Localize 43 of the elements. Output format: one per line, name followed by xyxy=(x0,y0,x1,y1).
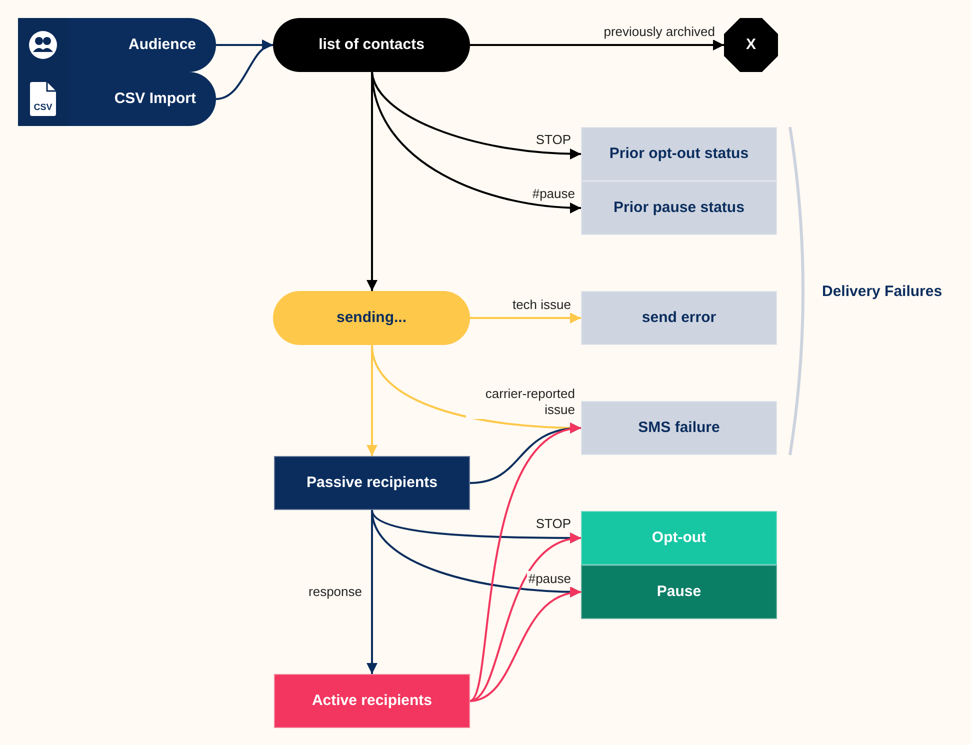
arrow xyxy=(470,40,724,50)
edge-label: #pause xyxy=(531,186,576,202)
arrow xyxy=(366,72,378,291)
node-label: Opt-out xyxy=(652,529,706,547)
group-label: Delivery Failures xyxy=(822,283,942,300)
arrow xyxy=(470,588,582,702)
node-label: Audience xyxy=(128,36,196,54)
process-box xyxy=(274,456,470,510)
node-label: send error xyxy=(642,309,716,327)
status-box xyxy=(581,127,777,181)
arrow xyxy=(470,312,581,324)
status-box xyxy=(581,181,777,235)
process-box xyxy=(274,674,470,728)
arrow xyxy=(216,42,274,100)
stop-octagon xyxy=(724,18,778,72)
edge-label: #pause xyxy=(527,571,572,588)
node-label: Passive recipients xyxy=(306,474,438,492)
terminal-pill xyxy=(273,18,470,72)
arrow xyxy=(470,534,582,702)
node-label: SMS failure xyxy=(638,419,720,437)
edge-label: tech issue xyxy=(511,297,572,314)
source-pill xyxy=(18,72,216,126)
status-box xyxy=(581,511,777,565)
node-label: Active recipients xyxy=(312,692,432,710)
node-label: CSV Import xyxy=(114,90,196,108)
edge-label: previously archived xyxy=(602,24,716,40)
arrow xyxy=(469,425,582,702)
status-box xyxy=(581,565,777,619)
node-label: list of contacts xyxy=(318,36,424,54)
status-box xyxy=(581,291,777,345)
node-label: X xyxy=(746,36,756,54)
process-pill xyxy=(273,291,470,345)
csv-file-icon: CSV xyxy=(30,82,56,116)
edge-label: carrier-reported issue xyxy=(466,386,576,418)
arrow xyxy=(366,510,378,674)
source-pill xyxy=(18,18,216,72)
node-label: Prior pause status xyxy=(614,199,744,217)
node-label: Prior opt-out status xyxy=(609,145,749,163)
arrow xyxy=(366,345,378,456)
node-label: Pause xyxy=(656,583,702,601)
arrow xyxy=(371,72,582,160)
status-box xyxy=(581,401,777,455)
node-label: sending... xyxy=(336,309,406,327)
